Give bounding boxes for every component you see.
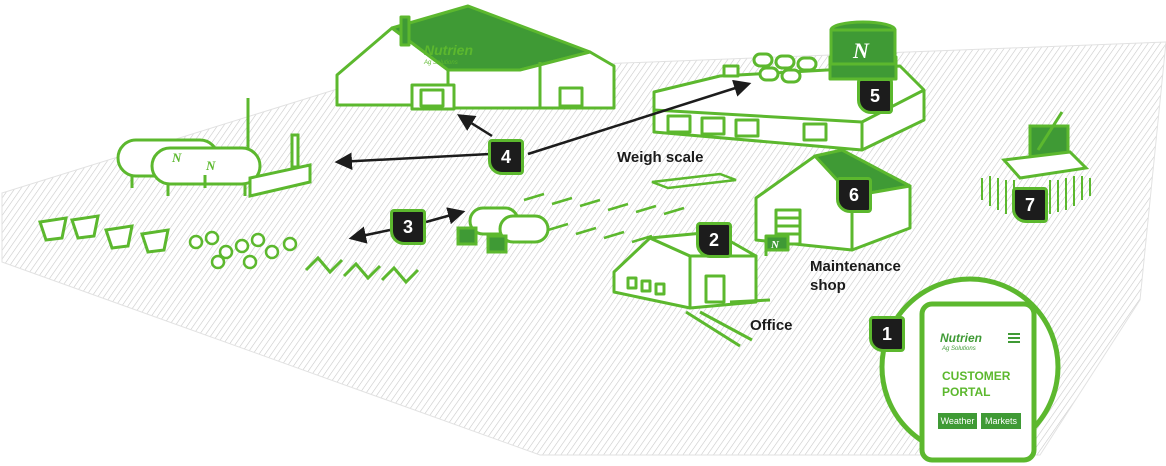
badge-3: 3 xyxy=(390,209,426,245)
tank-logo-2: N xyxy=(205,158,216,173)
cultivators xyxy=(304,255,420,285)
badge-7: 7 xyxy=(1012,187,1048,223)
tank-logo-1: N xyxy=(171,150,182,165)
warehouse-building xyxy=(335,4,616,111)
sprayer-equipment xyxy=(188,230,298,270)
weigh-scale-platform xyxy=(651,172,737,190)
portal-title-line1: CUSTOMER xyxy=(942,369,1011,383)
hamburger-menu-icon[interactable] xyxy=(1008,333,1020,343)
weigh-scale-label: Weigh scale xyxy=(617,149,704,166)
tanker-trucks xyxy=(456,206,550,254)
grain-carts xyxy=(38,214,170,254)
silo-logo: N xyxy=(852,38,870,63)
office-building xyxy=(612,230,771,348)
weather-button[interactable]: Weather xyxy=(938,413,977,429)
tank-trailer xyxy=(248,133,312,198)
warehouse-brand-name: Nutrien xyxy=(424,42,473,58)
flag-logo: N xyxy=(770,239,780,251)
badge-1: 1 xyxy=(869,316,905,352)
markets-button[interactable]: Markets xyxy=(981,413,1021,429)
storage-building xyxy=(652,20,926,152)
phone-brand-sub: Ag Solutions xyxy=(942,346,976,352)
pointer-arrows xyxy=(334,79,752,244)
phone-brand-name: Nutrien xyxy=(940,331,982,345)
badge-4: 4 xyxy=(488,139,524,175)
fuel-tanks xyxy=(116,98,262,196)
maintenance-shop-label-line2: shop xyxy=(810,277,846,294)
office-label: Office xyxy=(750,317,793,334)
badge-5: 5 xyxy=(857,78,893,114)
maintenance-shop-label-line1: Maintenance xyxy=(810,258,901,275)
badge-6: 6 xyxy=(836,177,872,213)
portal-title-line2: PORTAL xyxy=(942,385,991,399)
combine-harvester xyxy=(1000,111,1090,180)
trailer-rows xyxy=(523,192,685,244)
warehouse-brand-sub: Ag Solutions xyxy=(423,60,458,66)
badge-2: 2 xyxy=(696,222,732,258)
